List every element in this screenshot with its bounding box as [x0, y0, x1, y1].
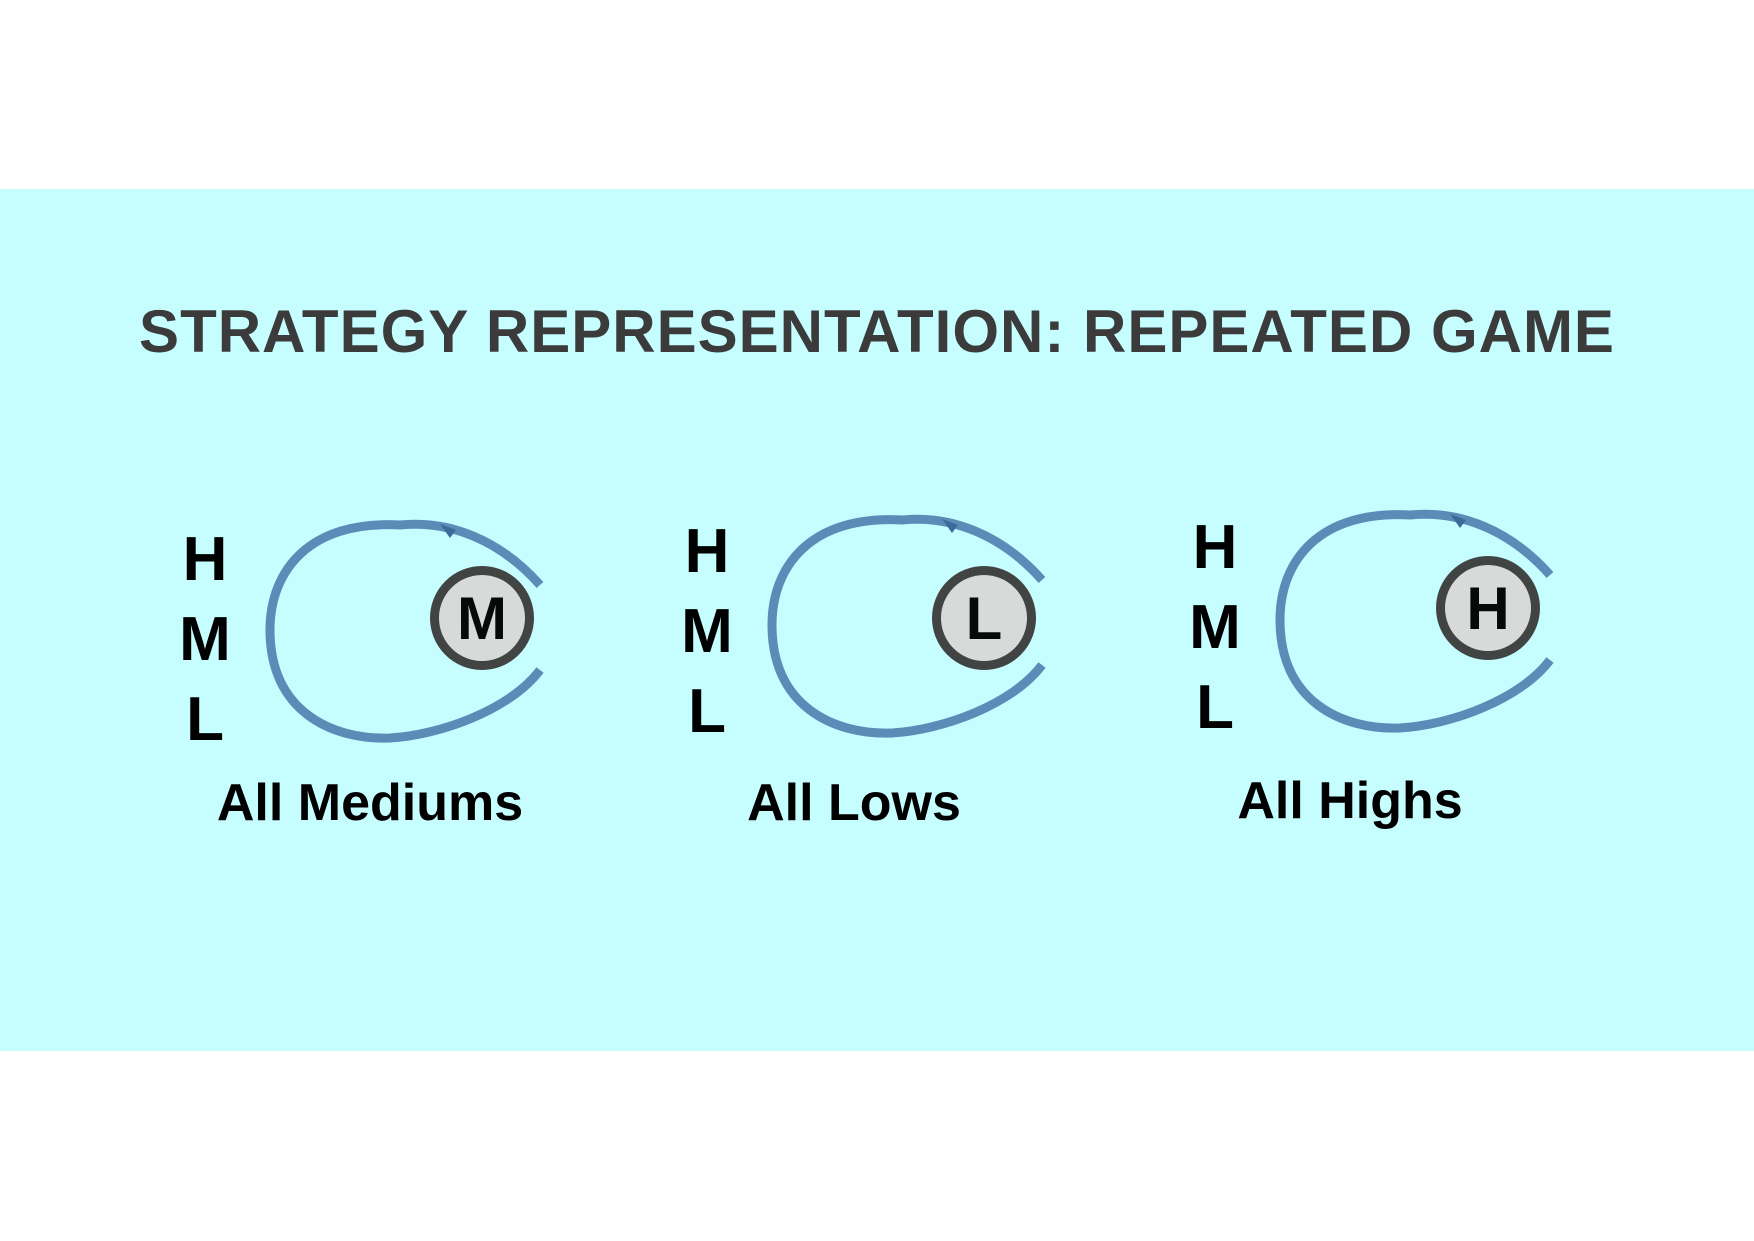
strategy-label: All Highs — [1237, 772, 1463, 830]
arrowhead-icon — [1450, 514, 1466, 528]
self-loop-arrow — [1275, 509, 1554, 733]
self-loop-arrow — [265, 519, 544, 743]
action-l: L — [688, 677, 726, 746]
action-m: M — [681, 597, 733, 666]
strategy-diagram-all-mediums: H M L M All Mediums — [170, 0, 690, 1241]
strategy-label: All Lows — [747, 774, 961, 832]
strategy-diagram-all-highs: H M L H All Highs — [1180, 0, 1700, 1241]
action-m: M — [1189, 593, 1241, 662]
state-node: L — [932, 566, 1036, 670]
self-loop-arrow — [767, 514, 1046, 738]
page-title: STRATEGY REPRESENTATION: REPEATED GAME — [139, 298, 1615, 365]
action-m: M — [179, 605, 231, 674]
arrowhead-icon — [942, 519, 958, 533]
state-node: M — [430, 566, 534, 670]
strategy-diagram-all-lows: H M L L All Lows — [672, 0, 1192, 1241]
action-h: H — [182, 525, 228, 594]
arrowhead-icon — [440, 524, 456, 538]
action-h: H — [1192, 513, 1238, 582]
state-node: H — [1436, 556, 1540, 660]
action-l: L — [186, 685, 224, 754]
action-list: H M L — [170, 520, 240, 760]
action-list: H M L — [1180, 508, 1250, 748]
action-h: H — [684, 517, 730, 586]
action-l: L — [1196, 673, 1234, 742]
strategy-label: All Mediums — [216, 774, 524, 832]
action-list: H M L — [672, 512, 742, 752]
